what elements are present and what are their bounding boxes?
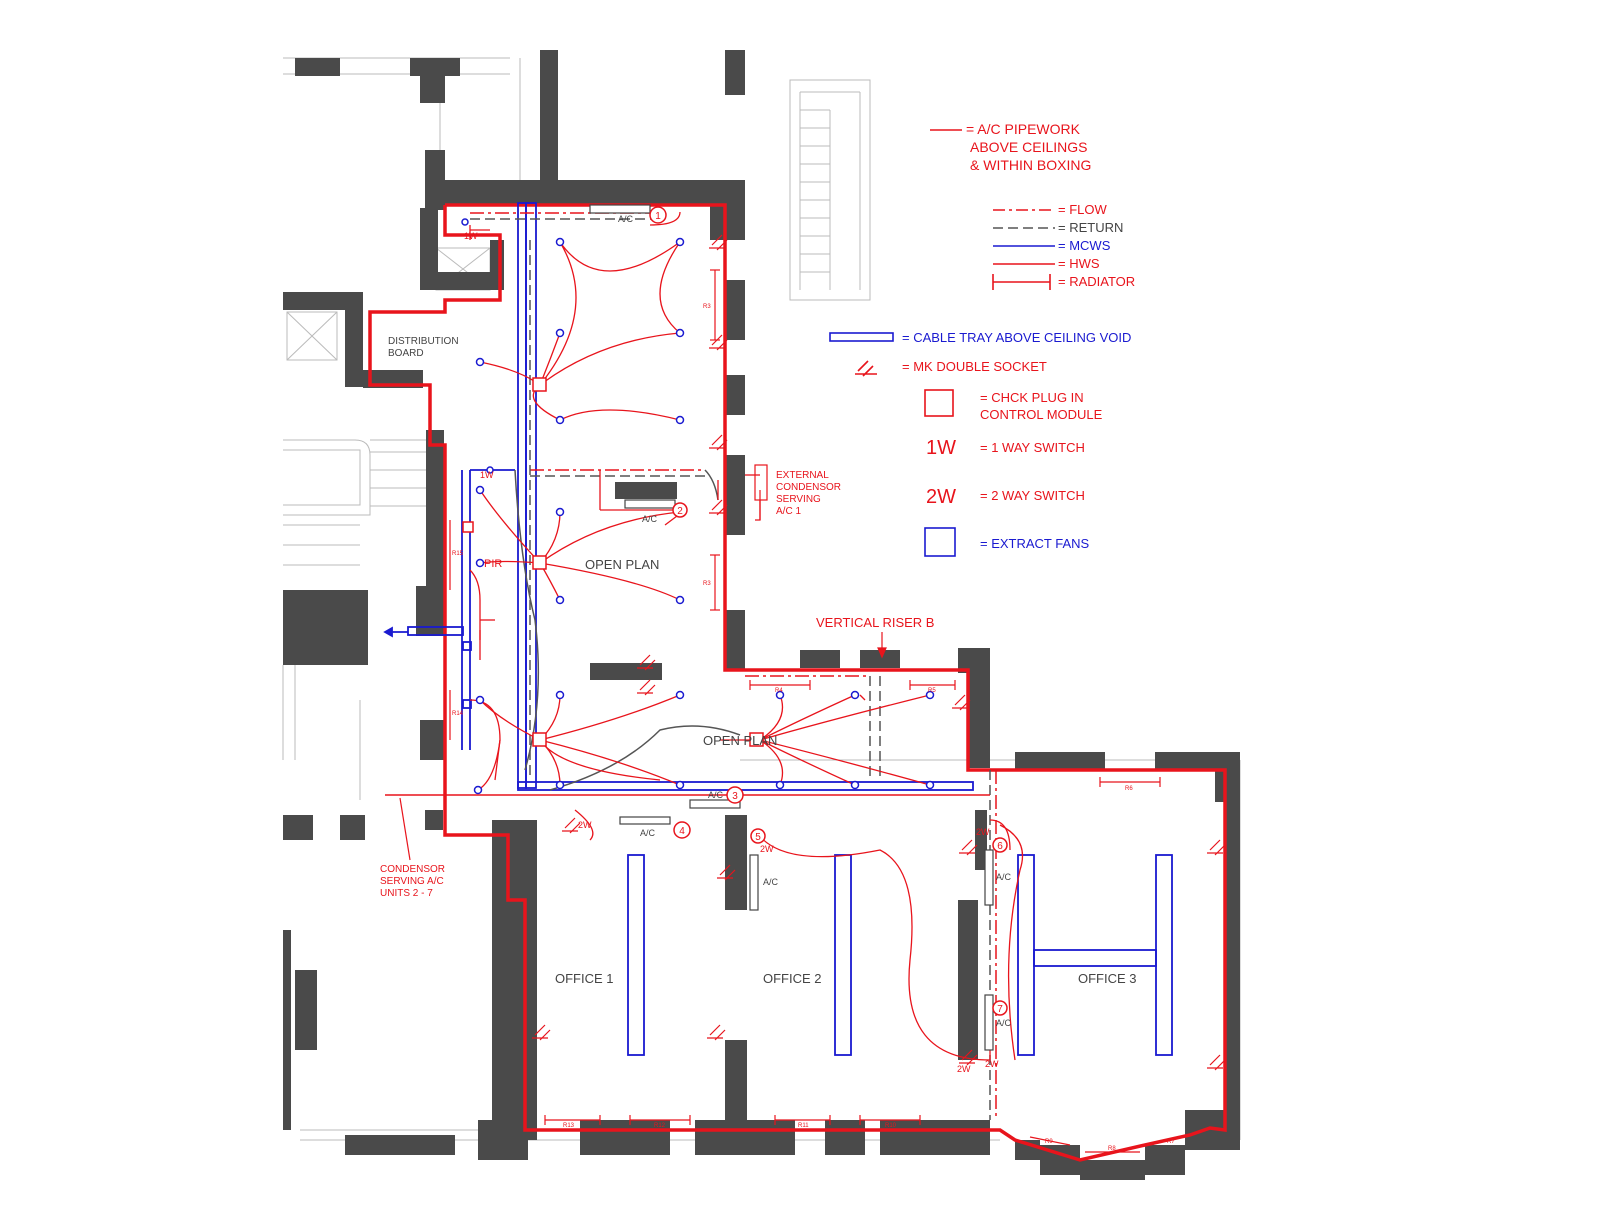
radiator-label: R15 xyxy=(452,551,464,557)
plug-in-modules xyxy=(462,377,764,747)
room-office-3: OFFICE 3 xyxy=(1078,971,1137,986)
legend-cable-tray: = CABLE TRAY ABOVE CEILING VOID xyxy=(902,330,1131,345)
ac-label-5: A/C xyxy=(763,877,779,887)
switch-2w-office3-top: 2W xyxy=(976,827,990,837)
ac-number-6: 6 xyxy=(997,841,1003,852)
legend-radiator: = RADIATOR xyxy=(1058,274,1135,289)
socket-symbols xyxy=(532,234,1226,1071)
ac-label-6: A/C xyxy=(996,872,1012,882)
legend-hws: = HWS xyxy=(1058,256,1100,271)
radiator-labels: R3 R3 R4 R5 R6 R7 R8 R9 R10 R11 R12 R13 … xyxy=(452,304,1175,1152)
radiator-label: R4 xyxy=(775,688,783,694)
ac-number-7: 7 xyxy=(997,1004,1003,1015)
radiator-label: R12 xyxy=(654,1123,666,1129)
cable-tray xyxy=(383,202,1173,1056)
radiator-label: R5 xyxy=(928,688,936,694)
legend-socket: = MK DOUBLE SOCKET xyxy=(902,359,1047,374)
legend-return: = RETURN xyxy=(1058,220,1123,235)
distribution-board-line-2: BOARD xyxy=(388,348,424,359)
room-open-plan-2: OPEN PLAN xyxy=(703,733,777,748)
external-condensor-line-4: A/C 1 xyxy=(776,506,801,517)
switch-2w-office2: 2W xyxy=(760,844,774,854)
ac-number-circles xyxy=(649,206,1008,1016)
zone-boundary xyxy=(368,203,1227,1162)
drawing-notes: DISTRIBUTION BOARD EXTERNAL CONDENSOR SE… xyxy=(380,336,934,899)
legend-extract: = EXTRACT FANS xyxy=(980,536,1090,551)
room-open-plan-1: OPEN PLAN xyxy=(585,557,659,572)
lighting-circuits xyxy=(469,211,1024,1061)
ac-label-1: A/C xyxy=(618,214,634,224)
radiators xyxy=(449,269,1191,1153)
switch-1w-mid: 1W xyxy=(480,470,494,480)
ac-number-3: 3 xyxy=(732,791,738,802)
switch-1w-top: 1W xyxy=(464,231,478,241)
switch-labels: 1W 1W 2W 2W 2W 2W 2W xyxy=(464,231,999,1074)
legend-plug-line-2: CONTROL MODULE xyxy=(980,407,1103,422)
room-office-2: OFFICE 2 xyxy=(763,971,822,986)
external-condensor-line-1: EXTERNAL xyxy=(776,470,829,481)
ac-number-4: 4 xyxy=(679,826,685,837)
legend-one-way: = 1 WAY SWITCH xyxy=(980,440,1085,455)
room-office-1: OFFICE 1 xyxy=(555,971,614,986)
radiator-label: R6 xyxy=(1125,786,1133,792)
radiator-label: R7 xyxy=(1167,1139,1175,1145)
ac-labels: A/C A/C A/C A/C A/C A/C A/C xyxy=(618,214,1012,1028)
radiator-label: R11 xyxy=(798,1123,809,1129)
external-condensor-line-3: SERVING xyxy=(776,494,821,505)
switch-2w-bottom-right: 2W xyxy=(985,1059,999,1069)
radiator-label: R8 xyxy=(1108,1146,1116,1152)
legend: = A/C PIPEWORK ABOVE CEILINGS & WITHIN B… xyxy=(902,121,1135,551)
ac-number-2: 2 xyxy=(677,506,683,517)
ac-number-5: 5 xyxy=(755,832,761,843)
radiator-label: R10 xyxy=(885,1123,897,1129)
ac-label-3: A/C xyxy=(708,790,724,800)
pir-label: PIR xyxy=(484,558,502,570)
condensor-units-line-2: SERVING A/C xyxy=(380,876,444,887)
ac-units xyxy=(589,204,994,1051)
condensor-units-line-1: CONDENSOR xyxy=(380,864,445,875)
legend-pipework-line-2: ABOVE CEILINGS xyxy=(970,139,1087,155)
legend-pipework-line-1: = A/C PIPEWORK xyxy=(966,121,1081,137)
legend-one-way-symbol: 1W xyxy=(926,437,956,459)
switch-2w-office1: 2W xyxy=(578,820,592,830)
legend-plug-line-1: = CHCK PLUG IN xyxy=(980,390,1084,405)
distribution-board-line-1: DISTRIBUTION xyxy=(388,336,459,347)
room-labels: OPEN PLAN OPEN PLAN OFFICE 1 OFFICE 2 OF… xyxy=(555,557,1137,986)
external-condensor-line-2: CONDENSOR xyxy=(776,482,841,493)
radiator-label: R13 xyxy=(563,1123,575,1129)
ac-number-1: 1 xyxy=(655,211,661,222)
legend-pipework-line-3: & WITHIN BOXING xyxy=(970,157,1091,173)
legend-flow: = FLOW xyxy=(1058,202,1107,217)
legend-mcws: = MCWS xyxy=(1058,238,1111,253)
radiator-label: R9 xyxy=(1045,1139,1053,1145)
legend-two-way: = 2 WAY SWITCH xyxy=(980,488,1085,503)
vertical-riser-label: VERTICAL RISER B xyxy=(816,615,934,630)
legend-symbols xyxy=(829,129,1055,557)
ac-label-2: A/C xyxy=(642,514,658,524)
pipework-lines xyxy=(385,212,997,1120)
leader-lines xyxy=(399,490,887,861)
ac-numbers: 1 2 3 4 5 6 7 xyxy=(655,211,1003,1015)
radiator-label: R14 xyxy=(452,711,464,717)
walls xyxy=(283,50,1240,1180)
switch-2w-bottom-left: 2W xyxy=(957,1064,971,1074)
ac-label-7: A/C xyxy=(996,1018,1012,1028)
condensor-units-line-3: UNITS 2 - 7 xyxy=(380,888,433,899)
legend-two-way-symbol: 2W xyxy=(926,486,956,508)
radiator-label: R3 xyxy=(703,304,711,310)
light-points xyxy=(461,218,935,795)
ac-label-4: A/C xyxy=(640,828,656,838)
radiator-label: R3 xyxy=(703,581,711,587)
